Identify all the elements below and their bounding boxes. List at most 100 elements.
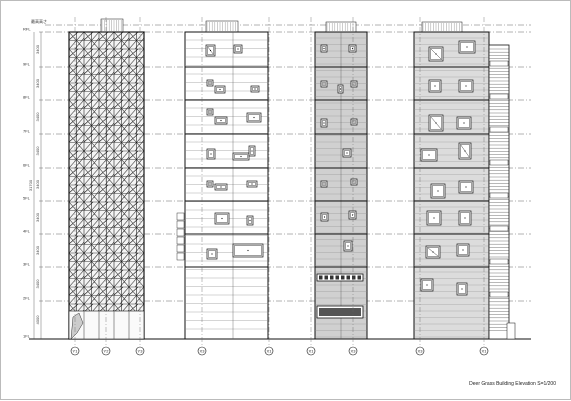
canopy-slot [319, 275, 323, 280]
window-mark [221, 217, 223, 220]
window-mark [323, 122, 325, 124]
window-mark [462, 249, 464, 251]
grid-marker-label: Y2 [104, 349, 110, 354]
window-frame [216, 214, 228, 223]
canopy-slot [324, 275, 328, 280]
dimension-label: 3400 [35, 179, 40, 189]
window-mark [219, 88, 221, 91]
grid-marker [135, 346, 145, 356]
window-frame [322, 214, 327, 220]
window-frame [208, 81, 212, 85]
grid-marker [479, 346, 489, 356]
window-frame [250, 147, 254, 155]
window-frame [430, 48, 442, 60]
grid-marker [264, 346, 274, 356]
side-stair-panel [176, 220, 185, 229]
grid-marker-label: Y3 [138, 349, 144, 354]
window-mark [347, 245, 349, 247]
window-frame [427, 247, 439, 257]
level-label: 4FL [23, 229, 31, 234]
north-elevation [314, 21, 368, 340]
window-frame [350, 46, 355, 51]
window-frame [322, 46, 326, 51]
grid-marker [348, 346, 358, 356]
storefront-glazing [319, 308, 361, 316]
canopy-slot [330, 275, 334, 280]
window-frame [460, 42, 474, 52]
window-mark [254, 88, 256, 90]
window-frame [350, 212, 355, 218]
window-frame [460, 182, 472, 192]
level-label: 7FL [23, 129, 31, 134]
window-mark [461, 288, 463, 290]
window-frame [430, 81, 440, 91]
window-mark [437, 190, 439, 192]
window-mark [426, 284, 428, 286]
window-frame [352, 82, 356, 86]
stair-landing [489, 60, 509, 67]
lattice-bracing [68, 31, 145, 322]
window-mark [323, 183, 325, 185]
dimension-label: 3400 [35, 78, 40, 88]
window-frame [428, 212, 440, 224]
total-height-label: 31700 [28, 179, 33, 191]
window-frame [460, 144, 470, 158]
stair-landing [489, 192, 509, 199]
window-mark [220, 119, 222, 122]
window-frame [458, 118, 470, 128]
window-frame [322, 82, 326, 86]
window-mark [209, 111, 211, 113]
window-mark [339, 88, 342, 90]
dimension-label: 3400 [35, 146, 40, 156]
grid-marker-label: X1 [482, 349, 488, 354]
window-mark [465, 85, 467, 87]
grid-marker-label: X1 [267, 349, 273, 354]
window-mark [210, 153, 212, 155]
window-frame [208, 150, 214, 158]
window-frame [252, 87, 258, 91]
window-mark [435, 122, 437, 124]
facade-outline [413, 31, 490, 340]
window-mark [240, 155, 242, 158]
rooftop-structure [325, 21, 357, 33]
window-mark [247, 249, 249, 252]
window-mark [463, 122, 465, 124]
window-mark [323, 83, 325, 85]
window-frame [216, 118, 226, 123]
grid-marker-label: Y1 [73, 349, 79, 354]
window-frame [234, 245, 262, 256]
window-mark [464, 150, 466, 152]
grid-marker [101, 346, 111, 356]
window-frame [352, 120, 356, 124]
side-stair-panel [176, 228, 185, 237]
dimension-label: 3400 [35, 112, 40, 122]
window-frame [248, 217, 252, 224]
window-mark [353, 121, 355, 123]
window-mark [353, 181, 355, 183]
window-frame [460, 212, 470, 224]
window-mark [434, 85, 436, 87]
window-frame [208, 250, 216, 258]
window-mark [323, 216, 326, 218]
drawing-caption: Deer Grass Building Elevation S=1/200 [469, 381, 556, 387]
side-stair-panel [176, 244, 185, 253]
window-mark [209, 49, 212, 52]
grid-marker-label: X3 [418, 349, 424, 354]
window-frame [339, 86, 342, 92]
level-label: 5FL [23, 196, 31, 201]
window-mark [249, 219, 251, 222]
window-frame [208, 182, 212, 186]
window-frame [322, 120, 326, 126]
stair-landing [489, 258, 509, 265]
top-height-label: 最高高さ [31, 18, 47, 24]
window-mark [346, 152, 348, 154]
side-stair-panel [176, 236, 185, 245]
window-mark [435, 53, 437, 55]
window-mark [465, 186, 467, 188]
canopy-slot [346, 275, 350, 280]
window-mark [432, 251, 434, 253]
window-frame [207, 46, 214, 55]
